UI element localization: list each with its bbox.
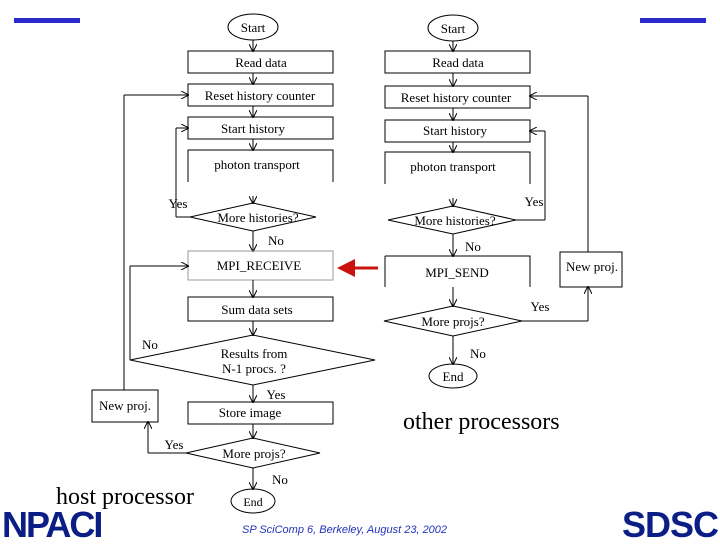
host-no-end-label: No [272, 472, 288, 487]
host-labels: Start Read data Reset history counter St… [99, 20, 316, 509]
host-end-label: End [243, 495, 262, 509]
footer-text: SP SciComp 6, Berkeley, August 23, 2002 [242, 524, 448, 536]
host-sum-data-box [187, 296, 334, 322]
host-read-data-box [187, 50, 334, 74]
worker-new-proj-label: New proj. [566, 259, 618, 274]
worker-photon-transport-box [384, 151, 531, 184]
host-results-line2: N-1 procs. ? [222, 361, 286, 376]
worker-more-histories-label: More histories? [414, 213, 495, 228]
worker-reset-history-label: Reset history counter [401, 90, 512, 105]
worker-photon-transport-label: photon transport [410, 159, 496, 174]
host-start-history-label: Start history [221, 121, 285, 136]
host-yes-projs-label: Yes [165, 437, 184, 452]
worker-start-history-label: Start history [423, 123, 487, 138]
host-more-histories-label: More histories? [217, 210, 298, 225]
host-no-1-label: No [268, 233, 284, 248]
host-processor-caption: host processor [56, 484, 194, 510]
host-photon-transport-label: photon transport [214, 157, 300, 172]
host-reset-history-label: Reset history counter [205, 88, 316, 103]
worker-labels: Start Read data Reset history counter St… [401, 21, 618, 384]
worker-mpi-send-box [384, 255, 531, 287]
host-flowchart [91, 13, 376, 514]
worker-end-label: End [443, 369, 464, 384]
host-start-label: Start [241, 20, 266, 35]
host-read-data-label: Read data [235, 55, 287, 70]
host-more-projs-label: More projs? [222, 446, 285, 461]
host-mpi-receive-label: MPI_RECEIVE [217, 258, 302, 273]
host-new-proj-label: New proj. [99, 398, 151, 413]
host-results-line1: Results from [221, 346, 288, 361]
worker-new-proj-box [559, 251, 623, 288]
top-left-accent-bar [14, 18, 80, 23]
host-new-proj-box [91, 389, 159, 423]
worker-yes-projs-label: Yes [531, 299, 550, 314]
host-yes-results-label: Yes [267, 387, 286, 402]
host-end-node [230, 488, 276, 514]
worker-start-label: Start [441, 21, 466, 36]
npaci-logo: NPACI [2, 504, 103, 545]
worker-read-data-label: Read data [432, 55, 484, 70]
worker-more-projs-label: More projs? [421, 314, 484, 329]
host-no-results-label: No [142, 337, 158, 352]
other-processors-caption: other processors [403, 409, 560, 435]
worker-mpi-send-label: MPI_SEND [425, 265, 489, 280]
host-store-image-box [187, 401, 334, 425]
sdsc-logo: SDSC [621, 504, 719, 545]
host-sum-data-label: Sum data sets [221, 302, 293, 317]
worker-yes-loop-label: Yes [525, 194, 544, 209]
worker-no-end-label: No [470, 346, 486, 361]
host-store-image-label: Store image [219, 405, 282, 420]
host-photon-transport-box [187, 149, 334, 182]
worker-read-data-box [384, 50, 531, 74]
worker-end-node [428, 363, 478, 389]
host-yes-loop-label: Yes [169, 196, 188, 211]
top-right-accent-bar [640, 18, 706, 23]
worker-flowchart [383, 14, 623, 389]
worker-no-1-label: No [465, 239, 481, 254]
